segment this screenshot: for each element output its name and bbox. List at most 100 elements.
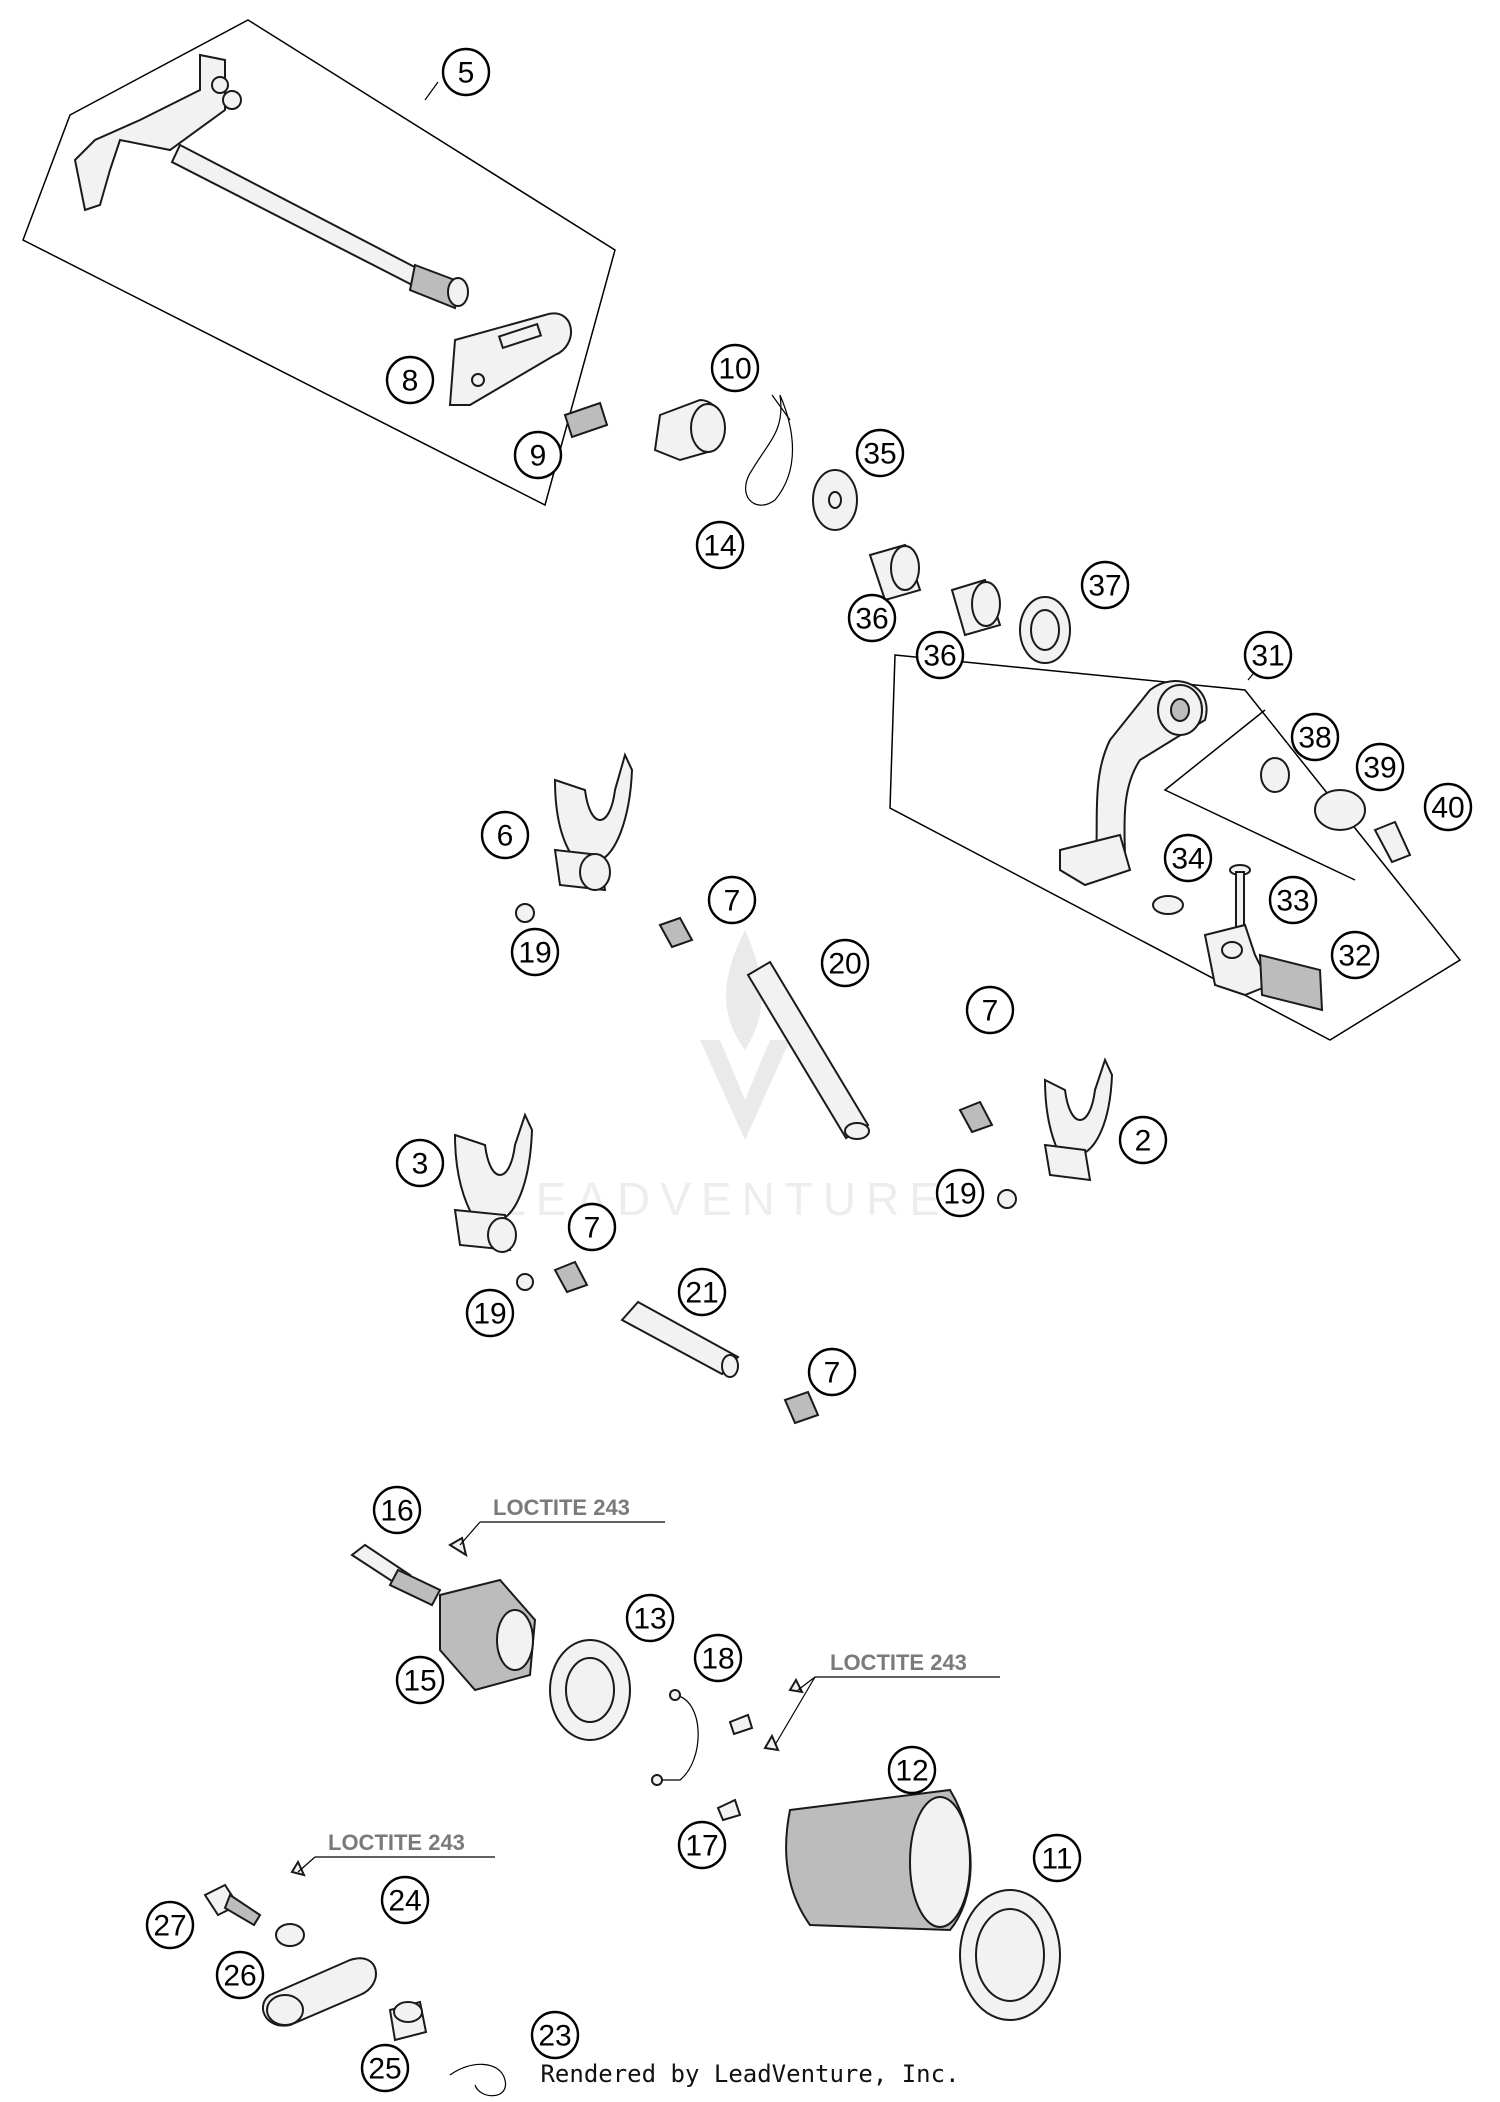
- callout-number: 15: [403, 1665, 436, 1698]
- watermark-logo-icon: [700, 930, 790, 1140]
- callout-number: 35: [863, 438, 896, 471]
- callout-circle: [887, 1745, 937, 1795]
- callout-number: 19: [473, 1298, 506, 1331]
- callout-circle: [441, 47, 491, 97]
- shift-plate-part: [448, 312, 572, 406]
- callout-26: 26: [215, 1950, 265, 2000]
- callout-34: 34: [1163, 833, 1213, 883]
- callout-layer: 5891035143636373138394034333261972072193…: [145, 47, 1473, 2093]
- callout-number: 18: [701, 1643, 734, 1676]
- seal-part-37: [1019, 596, 1071, 664]
- loctite-note-3: LOCTITE 243: [297, 1830, 495, 1873]
- callout-number: 16: [380, 1495, 413, 1528]
- callout-number: 7: [824, 1357, 841, 1390]
- callout-circle: [513, 430, 563, 480]
- fork-guide-part-19c: [516, 1273, 534, 1291]
- callout-number: 9: [530, 440, 547, 473]
- callout-number: 13: [633, 1603, 666, 1636]
- callout-number: 38: [1298, 722, 1331, 755]
- washer-part-35: [812, 469, 858, 531]
- callout-19: 19: [510, 927, 560, 977]
- washer-part-24: [275, 1923, 305, 1947]
- spring-part-14: [745, 394, 793, 506]
- callout-8: 8: [385, 355, 435, 405]
- bushing-part-36a: [868, 543, 922, 602]
- screw-part-17a: [728, 1713, 754, 1736]
- fork-rod-part-20: [746, 960, 870, 1140]
- shift-lever-part-26: [261, 1957, 377, 2027]
- callout-number: 36: [855, 603, 888, 636]
- callout-number: 17: [685, 1830, 718, 1863]
- callout-21: 21: [677, 1267, 727, 1317]
- callout-leaders: [424, 81, 1259, 681]
- callout-number: 7: [584, 1212, 601, 1245]
- shift-fork-part-6: [553, 752, 634, 892]
- callout-3: 3: [395, 1138, 445, 1188]
- callout-circle: [965, 985, 1015, 1035]
- callout-number: 3: [412, 1148, 429, 1181]
- spring-part-34: [1152, 895, 1184, 915]
- callout-11: 11: [1032, 1833, 1082, 1883]
- callout-27: 27: [145, 1900, 195, 1950]
- callout-number: 39: [1363, 752, 1396, 785]
- callout-number: 20: [828, 948, 861, 981]
- callout-14: 14: [695, 520, 745, 570]
- callout-circle: [530, 2010, 580, 2060]
- callout-circle: [465, 1288, 515, 1338]
- callout-36: 36: [915, 630, 965, 680]
- callout-number: 26: [223, 1960, 256, 1993]
- callout-12: 12: [887, 1745, 937, 1795]
- callout-10: 10: [710, 343, 760, 393]
- callout-circle: [510, 927, 560, 977]
- callout-number: 27: [153, 1910, 186, 1943]
- callout-circle: [915, 630, 965, 680]
- callout-5: 5: [441, 47, 491, 97]
- callout-number: 11: [1041, 1843, 1072, 1876]
- callout-15: 15: [395, 1655, 445, 1705]
- callout-number: 7: [982, 995, 999, 1028]
- svg-text:LOCTITE 243: LOCTITE 243: [493, 1495, 630, 1520]
- callout-number: 33: [1276, 885, 1309, 918]
- callout-circle: [1032, 1833, 1082, 1883]
- callout-6: 6: [480, 810, 530, 860]
- callout-number: 32: [1338, 940, 1371, 973]
- callout-circle: [380, 1875, 430, 1925]
- callout-number: 36: [923, 640, 956, 673]
- callout-number: 37: [1088, 570, 1121, 603]
- callout-32: 32: [1330, 930, 1380, 980]
- callout-9: 9: [513, 430, 563, 480]
- callout-circle: [935, 1168, 985, 1218]
- callout-circle: [385, 355, 435, 405]
- shift-fork-part-2: [1043, 1057, 1114, 1182]
- callout-16: 16: [372, 1485, 422, 1535]
- callout-number: 25: [368, 2053, 401, 2086]
- shift-shaft-part: [73, 53, 469, 310]
- pin-part-33: [1229, 864, 1251, 931]
- callout-number: 10: [718, 353, 751, 386]
- callout-circle: [215, 1950, 265, 2000]
- callout-37: 37: [1080, 560, 1130, 610]
- guide-part-10: [653, 398, 726, 462]
- screw-part-17b: [716, 1798, 742, 1822]
- bushing-part-36b: [950, 578, 1002, 637]
- footer-credit: Rendered by LeadVenture, Inc.: [540, 2060, 960, 2088]
- callout-33: 33: [1268, 875, 1318, 925]
- svg-text:LOCTITE 243: LOCTITE 243: [830, 1650, 967, 1675]
- callout-circle: [372, 1485, 422, 1535]
- callout-7: 7: [965, 985, 1015, 1035]
- callout-circle: [395, 1138, 445, 1188]
- callout-number: 34: [1171, 843, 1204, 876]
- loctite-note-2: LOCTITE 243: [774, 1650, 1000, 1746]
- callout-circle: [1330, 930, 1380, 980]
- callout-7: 7: [807, 1347, 857, 1397]
- callout-number: 40: [1431, 792, 1464, 825]
- callout-24: 24: [380, 1875, 430, 1925]
- callout-19: 19: [465, 1288, 515, 1338]
- group-box-31-inner: [1163, 709, 1356, 881]
- callout-circle: [1118, 1115, 1168, 1165]
- roller-part-25: [388, 2000, 428, 2042]
- shift-lever-part-31: [1059, 680, 1208, 887]
- spring-part-7a: [658, 916, 694, 949]
- callout-circle: [855, 428, 905, 478]
